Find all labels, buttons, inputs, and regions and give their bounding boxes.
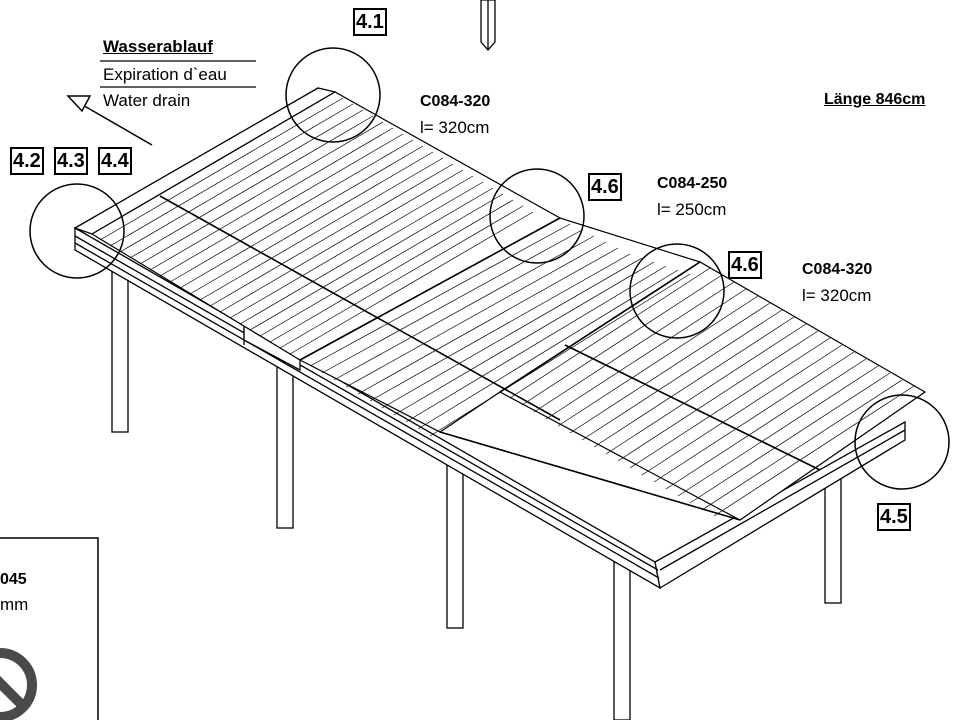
post [111,261,129,433]
post [613,561,631,720]
post-stub-top [480,0,496,51]
legend-box-frame [0,537,99,720]
detail-ref-4-3: 4.3 [54,147,88,175]
detail-ref-4-6b: 4.6 [728,251,762,279]
post [276,361,294,529]
legend-unit: mm [0,595,29,614]
roof-ribs [99,97,915,517]
posts [111,261,842,720]
legend-code: 045 [0,571,27,588]
drain-label-de: Wasserablauf [103,37,213,56]
part-code-2: C084-250 [657,175,728,192]
post [824,469,842,604]
detail-circle-4-2 [29,183,125,279]
detail-ref-4-1: 4.1 [353,8,387,36]
detail-ref-4-6a: 4.6 [588,173,622,201]
detail-ref-4-4: 4.4 [98,147,132,175]
part-length-3: l= 320cm [802,286,872,305]
detail-circles [29,47,950,490]
drain-label-rules [100,60,256,88]
drain-arrow [66,95,153,146]
detail-circle-4-1 [285,47,381,143]
part-length-2: l= 250cm [657,200,727,219]
part-length-1: l= 320cm [420,118,490,137]
detail-ref-4-2: 4.2 [10,147,44,175]
watermark-logo [0,648,37,720]
detail-circle-4-6a [489,168,585,264]
part-code-1: C084-320 [420,93,491,110]
total-length-label: Länge 846cm [824,91,926,108]
drain-label-fr: Expiration d`eau [103,65,227,84]
detail-ref-4-5: 4.5 [877,503,911,531]
detail-circle-4-5 [854,394,950,490]
detail-circle-4-6b [629,243,725,339]
roof-frame [73,87,906,590]
drain-label-en: Water drain [103,91,191,110]
part-code-3: C084-320 [802,261,873,278]
post [446,461,464,629]
panel-joints [159,195,821,521]
